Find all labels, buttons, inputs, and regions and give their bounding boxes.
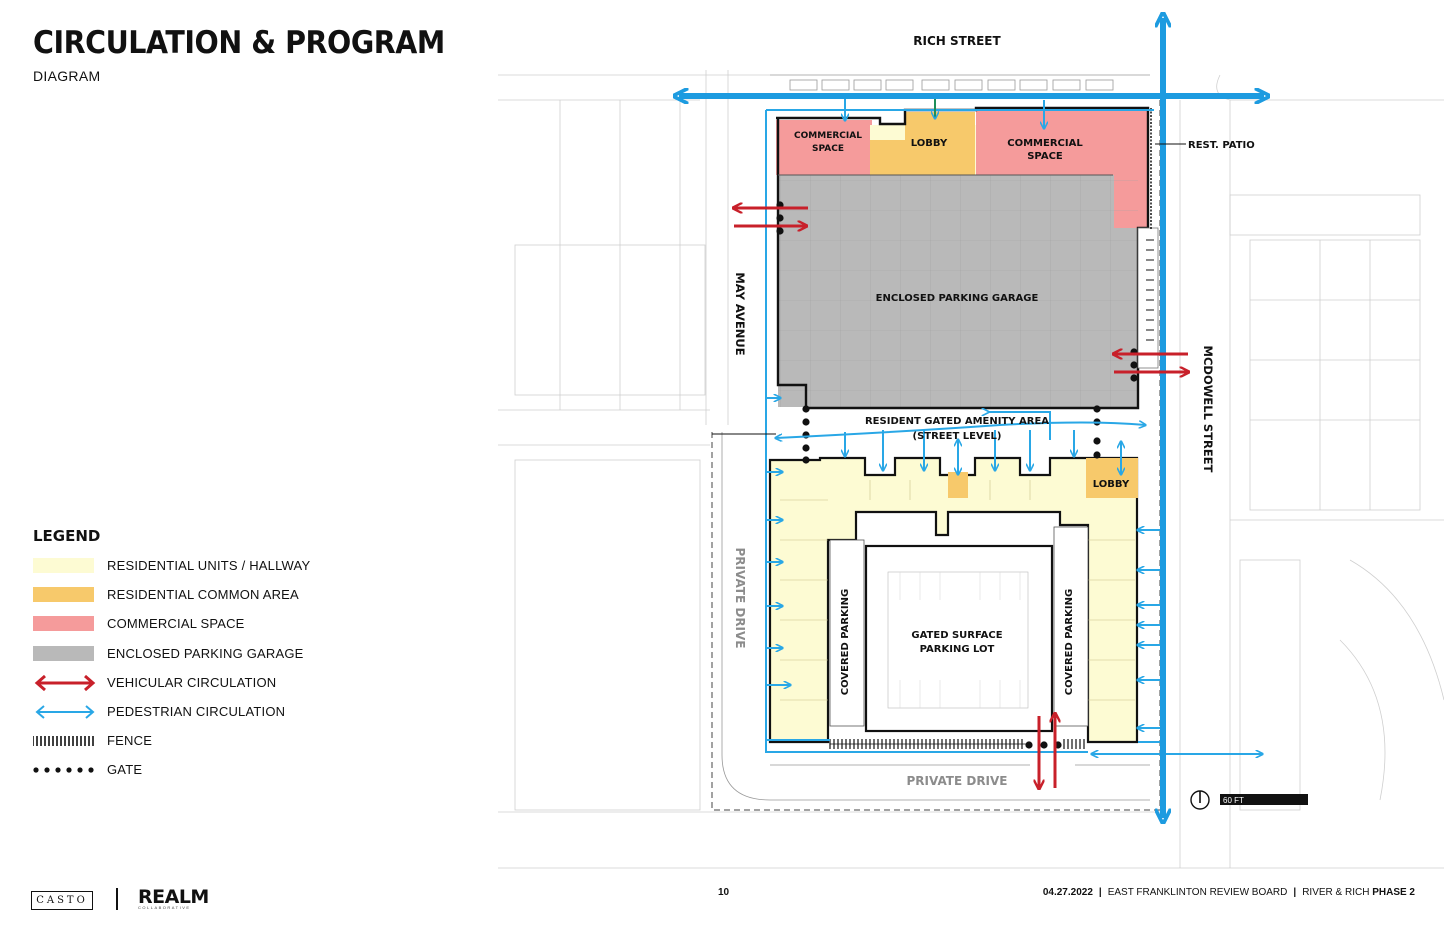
footer-phase: PHASE 2 — [1372, 887, 1415, 898]
legend-label-vehicular: VEHICULAR CIRCULATION — [107, 674, 277, 690]
footer-meta: 04.27.2022|EAST FRANKLINTON REVIEW BOARD… — [1042, 887, 1415, 898]
site-plan: 60 FT RICH STREET MAY AVENUE MCDOWELL ST… — [498, 0, 1444, 869]
north-arrow — [1190, 790, 1210, 810]
legend-swatch-commercial — [33, 616, 94, 632]
common-area-north — [870, 140, 906, 175]
label-commercial-east-1: COMMERCIAL — [1007, 138, 1083, 149]
legend-label-gate: GATE — [107, 762, 143, 778]
legend-item-common-area: RESIDENTIAL COMMON AREA — [33, 584, 363, 613]
label-amenity-2: (STREET LEVEL) — [913, 431, 1002, 442]
label-lobby-south: LOBBY — [1093, 479, 1130, 490]
footer-project: RIVER & RICH — [1302, 887, 1370, 898]
casto-logo: CASTO — [31, 891, 93, 910]
north-building-outline — [776, 106, 1150, 410]
vehicular-circulation — [734, 208, 1188, 788]
street-label-private-drive-west: PRIVATE DRIVE — [733, 547, 747, 648]
north-building — [776, 106, 1159, 410]
legend-label-common-area: RESIDENTIAL COMMON AREA — [107, 587, 299, 603]
gate-icon — [33, 767, 94, 773]
legend-label-garage: ENCLOSED PARKING GARAGE — [107, 645, 304, 661]
legend-label-fence: FENCE — [107, 733, 153, 749]
legend-item-vehicular: VEHICULAR CIRCULATION — [33, 672, 363, 701]
legend-item-fence: FENCE — [33, 730, 363, 759]
legend-label-residential: RESIDENTIAL UNITS / HALLWAY — [107, 558, 311, 573]
legend-item-pedestrian: PEDESTRIAN CIRCULATION — [33, 701, 363, 730]
pedestrian-arrow-icon — [35, 705, 95, 719]
street-label-west: MAY AVENUE — [733, 272, 747, 355]
common-area-south — [948, 472, 968, 498]
page-title: CIRCULATION & PROGRAM — [33, 25, 445, 61]
label-amenity-1: RESIDENT GATED AMENITY AREA — [865, 416, 1049, 427]
realm-logo: REALM — [138, 886, 209, 908]
label-rest-patio: REST. PATIO — [1188, 140, 1255, 151]
scale-bar — [1220, 794, 1308, 805]
south-building — [768, 456, 1139, 744]
fence-icon — [33, 736, 94, 747]
private-drive-west-curb — [721, 432, 1150, 801]
legend-title: LEGEND — [33, 527, 101, 545]
fence-south — [829, 739, 1085, 749]
fence-east — [1146, 239, 1154, 341]
scale-label: 60 FT — [1223, 796, 1244, 805]
page-subtitle: DIAGRAM — [33, 68, 101, 84]
legend-item-gate: GATE — [33, 759, 363, 788]
main-pedestrian-spines — [679, 18, 1264, 818]
label-commercial-west-1: COMMERCIAL — [794, 131, 862, 141]
label-lobby-north: LOBBY — [911, 138, 948, 149]
surface-lot-island — [864, 544, 1054, 733]
page-number: 10 — [718, 887, 730, 898]
rich-street-parking — [770, 74, 1150, 91]
legend-label-pedestrian: PEDESTRIAN CIRCULATION — [107, 703, 286, 719]
legend-label-commercial: COMMERCIAL SPACE — [107, 616, 245, 632]
lobby-south — [1086, 458, 1138, 498]
label-surface-lot-1: GATED SURFACE — [911, 630, 1002, 641]
legend-swatch-garage — [33, 645, 94, 661]
legend: RESIDENTIAL UNITS / HALLWAY RESIDENTIAL … — [33, 555, 363, 789]
street-label-private-drive-south: PRIVATE DRIVE — [906, 774, 1007, 788]
realm-logo-sub: COLLABORATIVE — [138, 905, 191, 910]
legend-item-commercial: COMMERCIAL SPACE — [33, 613, 363, 642]
label-commercial-east-2: SPACE — [1027, 151, 1063, 162]
commercial-space-east — [976, 110, 1148, 175]
legend-swatch-residential — [33, 558, 94, 573]
vehicular-arrow-icon — [34, 674, 96, 691]
footer-board: EAST FRANKLINTON REVIEW BOARD — [1107, 887, 1288, 898]
street-label-north: RICH STREET — [913, 34, 1001, 48]
lobby-north — [905, 112, 975, 175]
covered-parking-east — [1053, 526, 1089, 727]
legend-swatch-common-area — [33, 587, 94, 603]
legend-item-residential: RESIDENTIAL UNITS / HALLWAY — [33, 555, 363, 584]
commercial-space-west — [776, 120, 872, 175]
label-covered-parking-east: COVERED PARKING — [1064, 589, 1075, 695]
label-garage: ENCLOSED PARKING GARAGE — [876, 293, 1039, 304]
label-covered-parking-west: COVERED PARKING — [840, 589, 851, 695]
label-surface-lot-2: PARKING LOT — [920, 644, 995, 655]
legend-item-garage: ENCLOSED PARKING GARAGE — [33, 643, 363, 672]
covered-parking-west — [829, 539, 865, 727]
footer-divider — [116, 888, 118, 910]
street-label-east: MCDOWELL STREET — [1201, 346, 1215, 473]
label-commercial-west-2: SPACE — [812, 144, 844, 154]
footer-date: 04.27.2022 — [1042, 887, 1093, 898]
